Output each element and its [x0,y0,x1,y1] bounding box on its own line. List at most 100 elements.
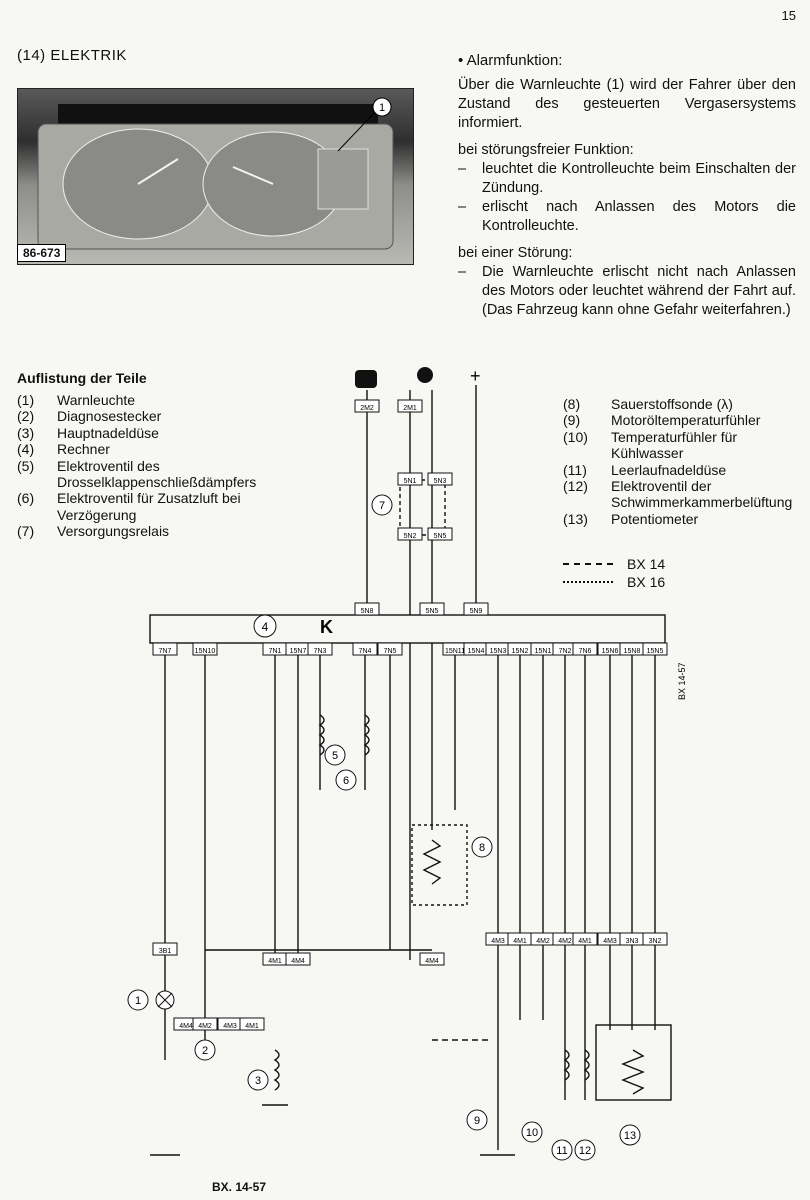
connector-label: 2M1 [403,405,417,412]
alarm-heading-text: Alarmfunktion: [466,52,563,69]
connector-label: 4M3 [603,938,617,945]
callout-circle [247,1069,269,1091]
list-item: (6)Elektroventil für Zusatzluft bei Verz… [17,490,241,523]
list-item: (9)Motoröltemperaturfühler [563,412,761,429]
connector-label-box [419,602,445,616]
parts-list-left: (1)Warnleuchte (2)Diagnosestecker (3)Hau… [17,392,272,540]
callout-number: 2 [202,1045,208,1057]
connector-label-box [397,399,423,413]
battery-icon [355,370,377,388]
callout-number: 13 [624,1130,636,1142]
fault-heading: bei einer Störung: [458,245,573,261]
connector-label: 15N3 [490,648,507,655]
list-item: (2)Diagnosestecker [17,408,162,425]
connector-label: 5N5 [434,533,447,540]
connector-label: 4M1 [578,938,592,945]
connector-label-box [397,527,423,541]
section-title: (14) ELEKTRIK [17,47,127,64]
plus-icon: + [470,366,481,386]
connector-label: 7N6 [579,648,592,655]
connector-label: 4M2 [198,1023,212,1030]
figure-caption: BX. 14-57 [212,1180,267,1194]
connector-label: 2M2 [360,405,374,412]
connector-label: 7N4 [359,648,372,655]
callout-number: 11 [556,1145,567,1157]
callout-number: 3 [255,1075,261,1087]
connector-label-box [285,952,311,966]
normal-heading: bei störungsfreier Funktion: [458,142,634,158]
list-item: (10)Temperaturfühler für Kühlwasser [563,428,738,462]
connector-label: 15N10 [195,648,216,655]
callout-circle [574,1139,596,1161]
connector-label-box [192,1017,218,1031]
connector-label-box [307,642,333,656]
connector-label-box [152,642,178,656]
callout-circle [127,989,149,1011]
connector-label: 7N5 [384,648,397,655]
callout-number: 6 [343,775,349,787]
connector-label: 5N2 [404,533,417,540]
connector-label: 15N2 [512,648,529,655]
connector-label: 5N9 [470,608,483,615]
normal-item: –leuchtet die Kontrolleuchte beim Einsch… [458,161,796,196]
callout-circle [619,1124,641,1146]
connector-label: 5N3 [434,478,447,485]
connector-label: 4M1 [513,938,527,945]
connector-label: 4M3 [491,938,505,945]
connector-label-box [239,1017,265,1031]
dashboard-photo: 1 [17,88,414,265]
connector-label: 4M2 [536,938,550,945]
connector-label: 7N7 [159,648,172,655]
list-item: (1)Warnleuchte [17,392,136,408]
list-item: (12)Elektroventil der Schwimmerkammerbel… [563,478,793,511]
list-item: (3)Hauptnadeldüse [17,424,159,441]
connector-label-box [354,399,380,413]
connector-label: 15N5 [647,648,664,655]
ignition-key-icon [417,367,433,383]
connector-label-box [352,642,378,656]
connector-label: 15N11 [445,648,465,655]
photo-callout: 1 [379,102,385,114]
page-number: 15 [781,8,796,23]
ecu-box [149,614,666,644]
connector-label: 5N8 [361,608,374,615]
connector-label: 3B1 [159,948,172,955]
callout-circle [194,1039,216,1061]
connector-label-box [463,602,489,616]
connector-label-box [427,527,453,541]
connector-label-box [572,642,598,656]
connector-label: 7N2 [559,648,572,655]
ecu-symbol: K [320,617,333,637]
photo-label: 86-673 [17,244,67,262]
callout-number: 8 [479,842,485,854]
connector-label: 4M2 [558,938,572,945]
alarm-heading: • Alarmfunktion: [458,52,563,69]
connector-label-box [377,642,403,656]
connector-label: 15N8 [624,648,641,655]
connector-label-box [152,942,178,956]
connector-label: 5N5 [426,608,439,615]
list-item: (8)Sauerstoffsonde (λ) [563,396,733,412]
connector-label-box [354,602,380,616]
alarm-intro: Über die Warnleuchte (1) wird der Fahrer… [458,77,796,131]
connector-label: 4M4 [291,958,305,965]
list-item: (13)Potentiometer [563,510,699,527]
connector-label-box [419,952,445,966]
connector-label-box [642,932,668,946]
connector-label: 4M4 [425,958,439,965]
list-item: (5)Elektroventil des Drosselklappenschli… [17,457,257,491]
callout-circle [324,744,346,766]
callout-number: 1 [135,995,141,1007]
fault-item: –Die Warnleuchte erlischt nicht nach Anl… [458,264,796,318]
normal-item: –erlischt nach Anlassen des Motors die K… [458,199,796,234]
connector-label-box [572,932,598,946]
connector-label: 15N4 [468,648,485,655]
connector-label-box [397,472,423,486]
callout-circle [471,836,493,858]
callout-number: 5 [332,750,338,762]
connector-label: 4M4 [179,1023,193,1030]
